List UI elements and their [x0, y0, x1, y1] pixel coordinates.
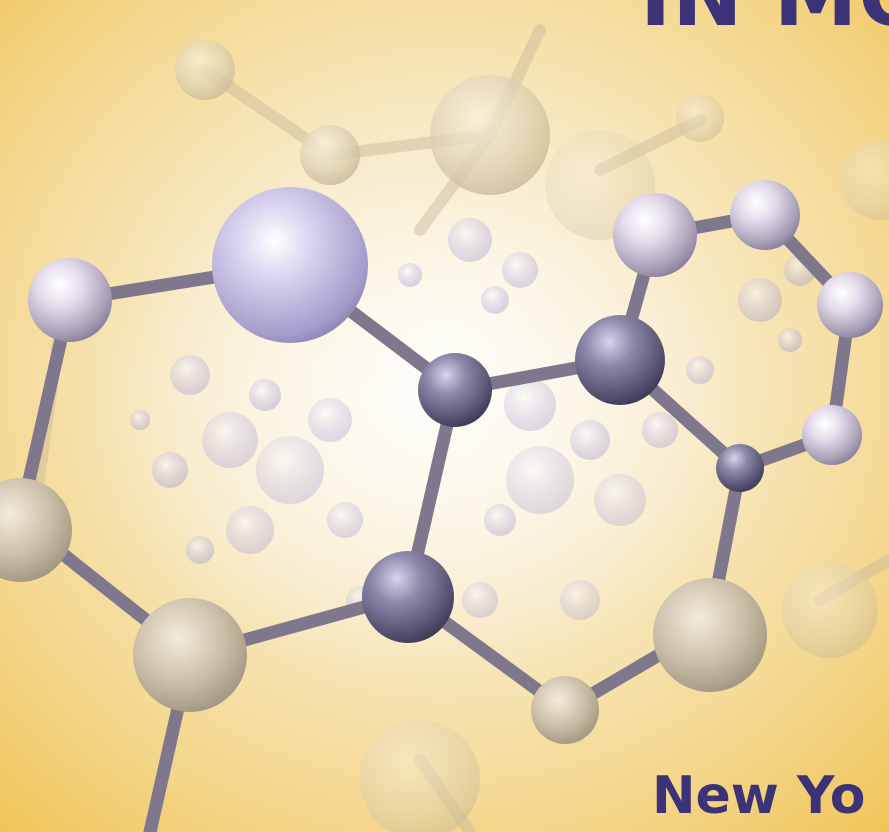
cover-location: New Yo	[652, 766, 866, 826]
bubble-cluster	[130, 218, 816, 620]
cover-title: IN MO	[640, 0, 889, 38]
atoms	[0, 180, 883, 744]
